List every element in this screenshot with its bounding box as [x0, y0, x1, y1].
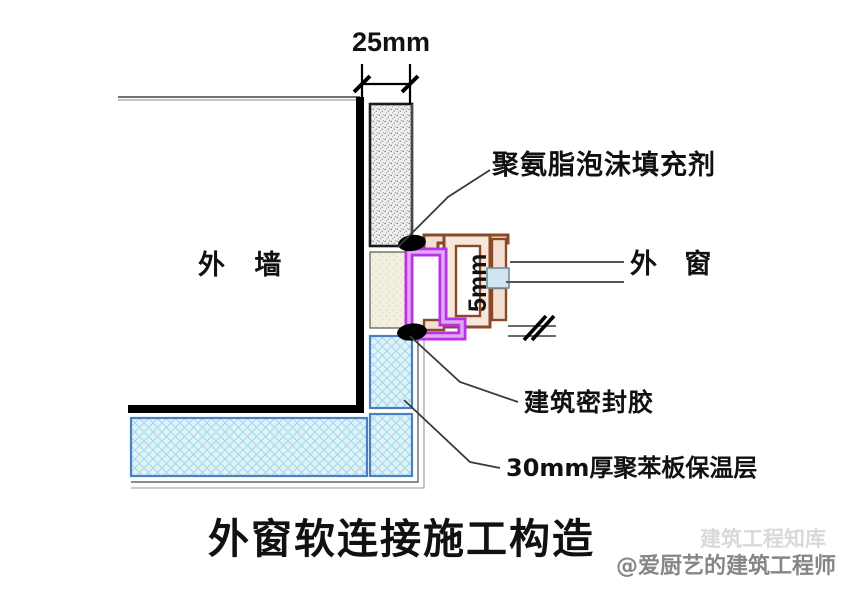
figure-title: 外窗软连接施工构造 — [208, 515, 595, 563]
dim-5-tick — [522, 314, 548, 342]
dimension-label-25mm: 25mm — [352, 27, 431, 57]
leader-sealant — [409, 335, 519, 403]
dimension-label-5mm: 5mm — [464, 253, 492, 312]
wall-horizontal-face — [128, 405, 360, 413]
stipple-block — [368, 102, 414, 248]
insulation-layer-group — [129, 334, 425, 489]
dim-5-tick-2 — [530, 314, 556, 342]
insulation-vertical-lower — [368, 412, 414, 478]
window-frame-profile — [422, 233, 510, 332]
polyurethane-foam-block — [369, 251, 411, 329]
dim-25-tick-left — [352, 74, 372, 94]
leader-lines — [397, 169, 624, 469]
insulation-outer-edge — [131, 336, 419, 483]
frame-right-upper — [490, 237, 508, 271]
dimension-25mm — [352, 64, 420, 104]
label-building-sealant: 建筑密封胶 — [524, 388, 655, 417]
label-foam-filler: 聚氨脂泡沫填充剂 — [492, 150, 716, 181]
label-exterior-wall: 外 墙 — [198, 250, 292, 281]
frame-inner-cavity — [454, 244, 482, 318]
insulation-vertical-upper — [368, 334, 414, 410]
leader-foam-filler — [397, 169, 491, 248]
foam-fill-block — [369, 251, 411, 329]
sealant-bead-bottom — [397, 323, 427, 341]
label-exterior-window: 外 窗 — [630, 249, 721, 280]
dim-25-tick-right — [400, 74, 420, 94]
wall-vertical-face — [356, 97, 364, 413]
frame-right-lower — [490, 286, 508, 322]
wall-stipple-section — [368, 102, 414, 248]
exterior-wall-assembly — [118, 96, 364, 413]
insulation-outer-edge-2 — [131, 336, 425, 489]
label-insulation-layer: 30mm厚聚苯板保温层 — [506, 454, 758, 482]
insulation-horizontal — [129, 416, 369, 478]
dimension-5mm — [508, 314, 556, 342]
leader-insulation — [403, 399, 501, 469]
glass-pane — [486, 267, 510, 289]
